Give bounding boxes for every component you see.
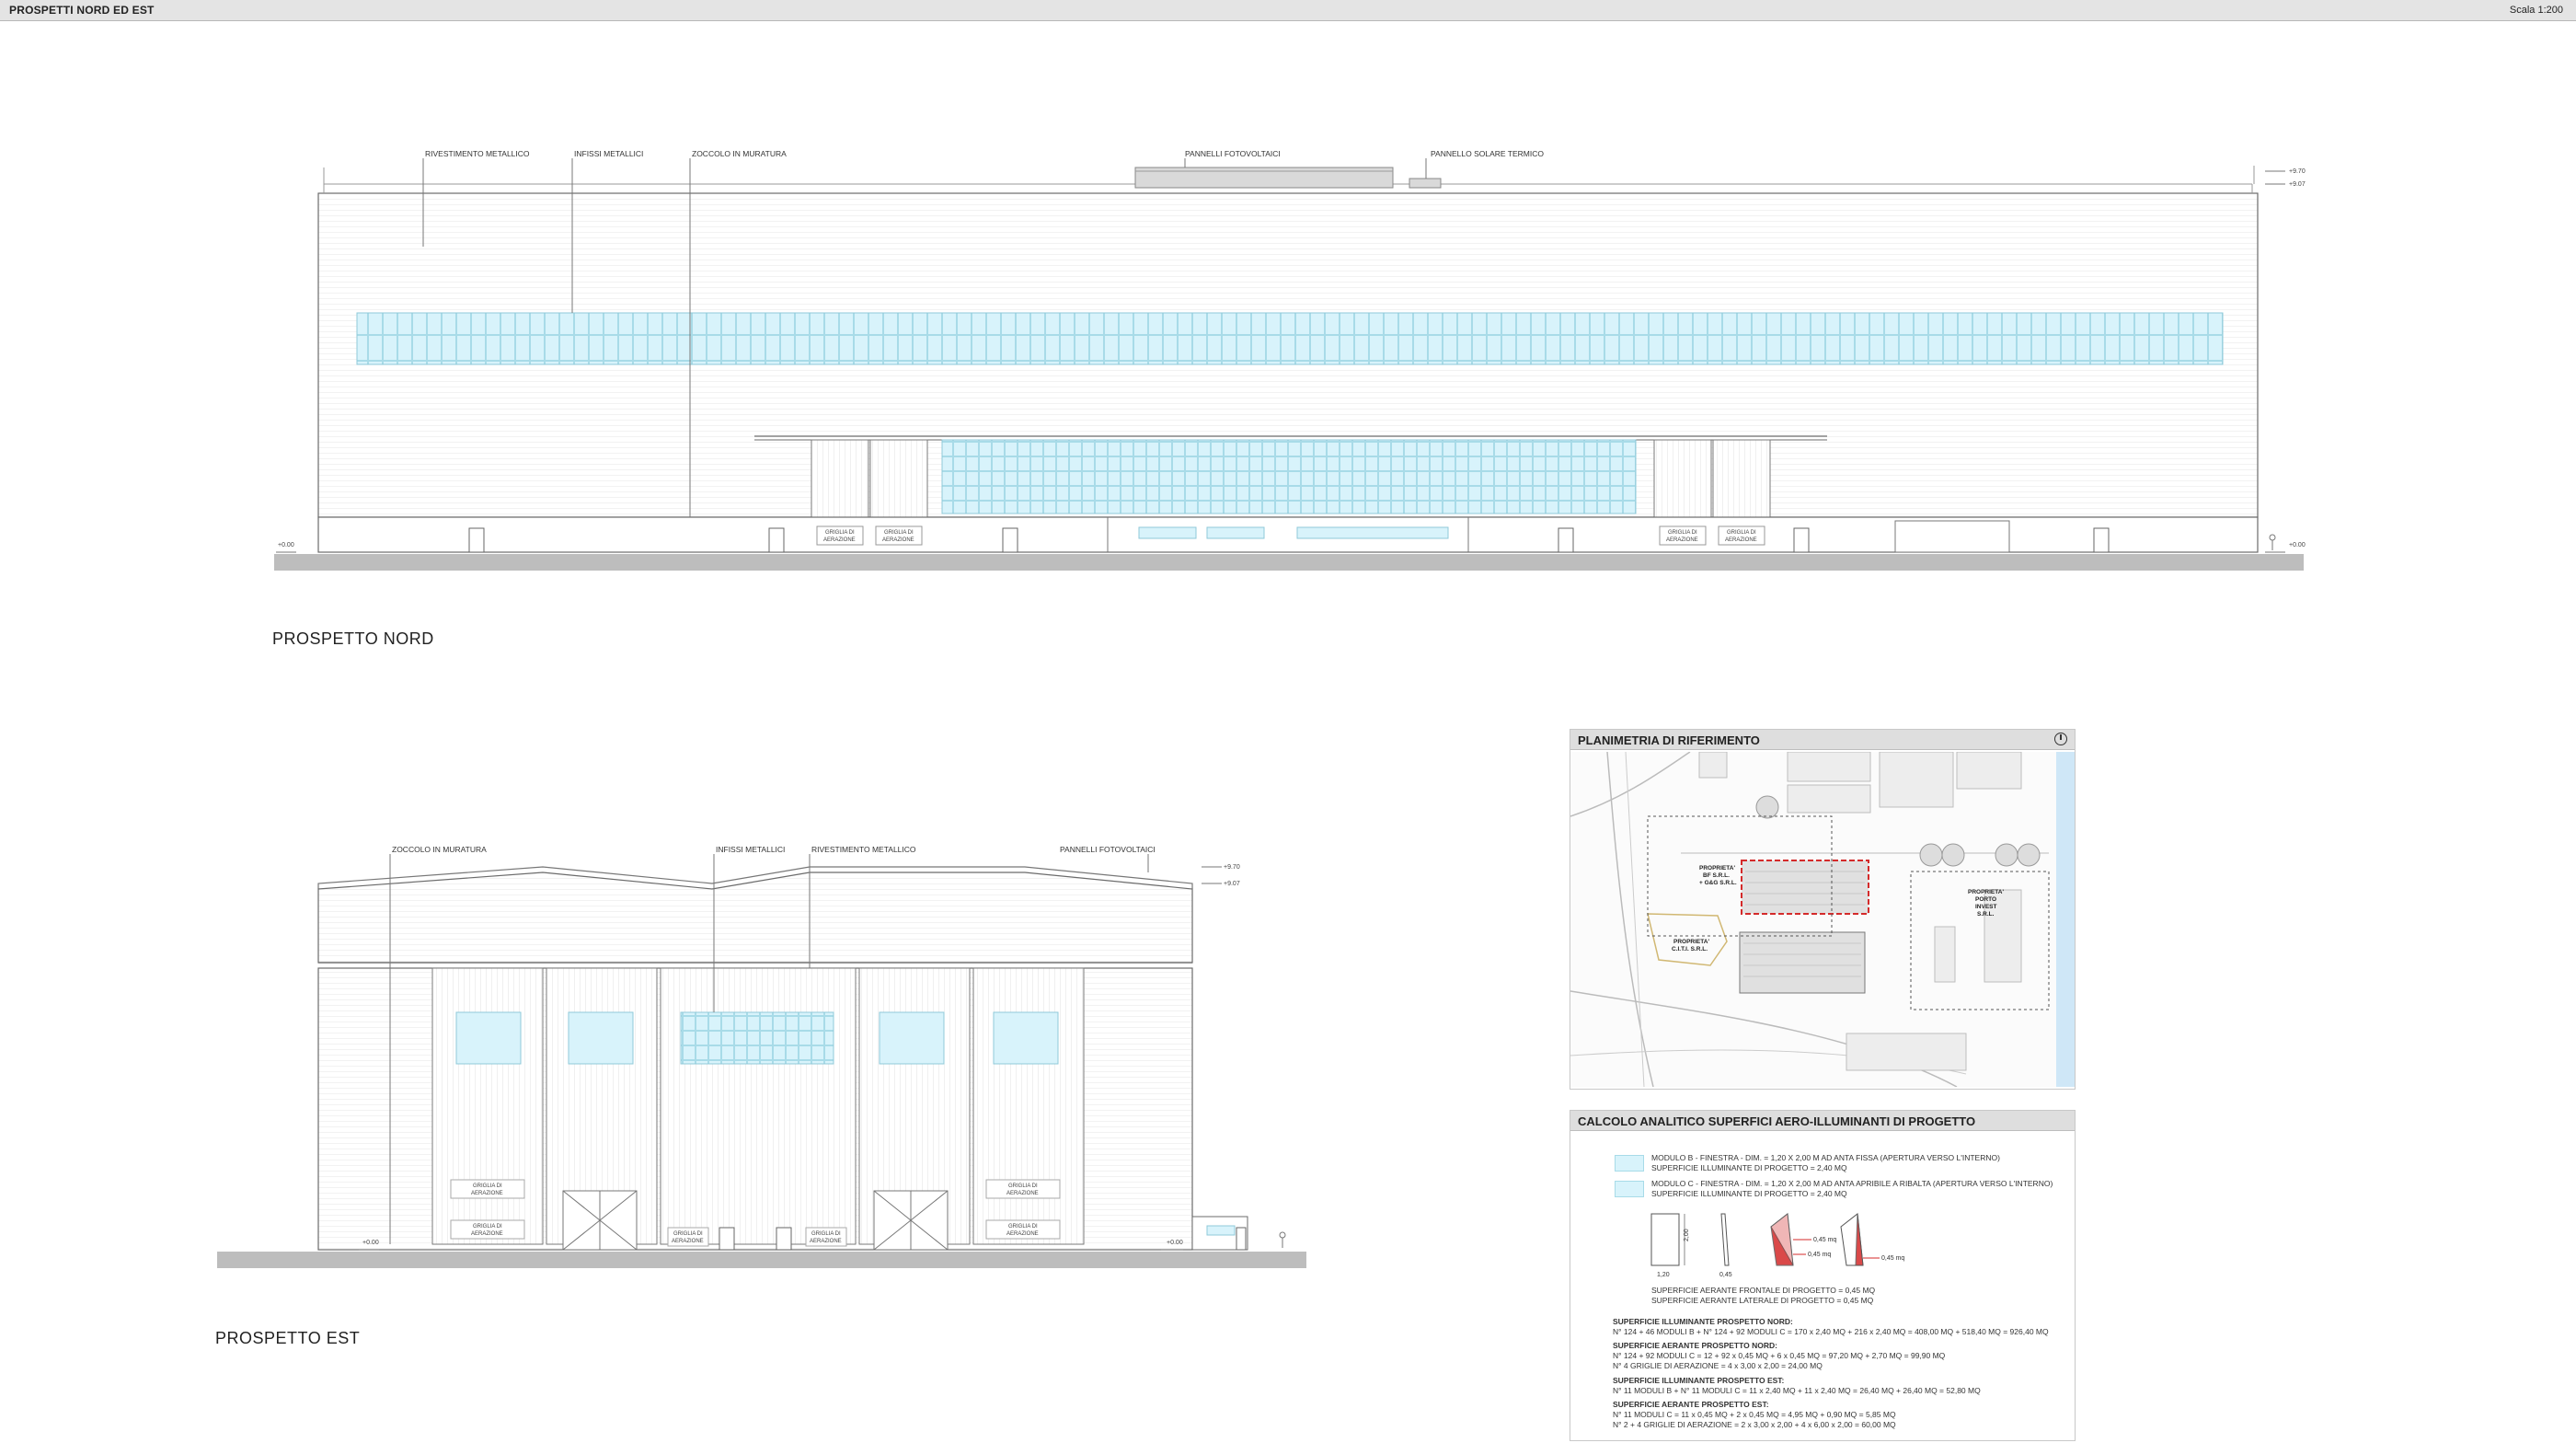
svg-text:GRIGLIA DI: GRIGLIA DI — [1008, 1224, 1038, 1229]
svg-text:AERAZIONE: AERAZIONE — [1006, 1191, 1039, 1196]
site-plan-title: PLANIMETRIA DI RIFERIMENTO — [1570, 730, 2075, 750]
sheet-scale: Scala 1:200 — [2509, 5, 2563, 16]
site-plan-citi-building — [1739, 931, 1866, 994]
svg-text:2,00: 2,00 — [1684, 1229, 1690, 1241]
east-label-fotovoltaici: PANNELLI FOTOVOLTAICI — [1060, 845, 1156, 854]
svg-text:AERAZIONE: AERAZIONE — [882, 537, 914, 543]
north-label-rivestimento: RIVESTIMENTO METALLICO — [425, 149, 530, 158]
north-label-solare: PANNELLO SOLARE TERMICO — [1431, 149, 1544, 158]
svg-text:GRIGLIA DI: GRIGLIA DI — [1727, 530, 1756, 536]
calc-title: CALCOLO ANALITICO SUPERFICI AERO-ILLUMIN… — [1570, 1111, 2075, 1131]
site-plan-map: PROPRIETA' BF S.R.L. + G&G S.R.L. PROPRI… — [1570, 752, 2075, 1087]
north-level-ground: +0.00 — [2289, 542, 2306, 548]
east-level-top: +9.70 — [1224, 864, 1240, 871]
svg-text:AERAZIONE: AERAZIONE — [1725, 537, 1757, 543]
svg-text:1,20: 1,20 — [1657, 1272, 1670, 1278]
svg-text:GRIGLIA DI: GRIGLIA DI — [811, 1231, 841, 1237]
aerante-summary: SUPERFICIE AERANTE FRONTALE DI PROGETTO … — [1651, 1286, 1876, 1305]
east-level-eave: +9.07 — [1224, 881, 1240, 887]
svg-text:GRIGLIA DI: GRIGLIA DI — [1668, 530, 1697, 536]
north-label-fotovoltaici: PANNELLI FOTOVOLTAICI — [1185, 149, 1281, 158]
east-label-rivestimento: RIVESTIMENTO METALLICO — [811, 845, 916, 854]
sheet-title: PROSPETTI NORD ED EST — [9, 4, 155, 17]
north-level-ground-left: +0.00 — [278, 542, 294, 548]
north-elevation-caption: PROSPETTO NORD — [272, 629, 434, 648]
calc-block-aer-est: SUPERFICIE AERANTE PROSPETTO EST: N° 11 … — [1613, 1400, 1896, 1429]
east-elevation-caption: PROSPETTO EST — [215, 1329, 361, 1347]
east-label-infissi: INFISSI METALLICI — [716, 845, 785, 854]
svg-text:0,45: 0,45 — [1719, 1272, 1732, 1278]
module-c-text: MODULO C - FINESTRA - DIM. = 1,20 X 2,00… — [1651, 1179, 2053, 1198]
site-label-citi-2: C.I.T.I. S.R.L. — [1672, 946, 1708, 952]
east-central-window — [680, 1011, 834, 1065]
sheet-title-bar: PROSPETTI NORD ED EST Scala 1:200 — [0, 0, 2576, 21]
north-ground — [274, 554, 2304, 571]
site-label-bf-1: PROPRIETA' — [1699, 865, 1735, 872]
north-pv-panels — [1134, 167, 1394, 189]
east-ground — [217, 1252, 1306, 1268]
svg-text:AERAZIONE: AERAZIONE — [823, 537, 856, 543]
svg-text:AERAZIONE: AERAZIONE — [471, 1191, 503, 1196]
north-elevation — [274, 158, 2304, 571]
north-level-eave: +9.07 — [2289, 181, 2306, 188]
svg-text:0,45 mq: 0,45 mq — [1881, 1255, 1904, 1262]
site-label-porto-2: PORTO — [1975, 896, 1996, 903]
east-elevation — [217, 854, 1306, 1268]
north-level-top: +9.70 — [2289, 168, 2306, 175]
svg-text:GRIGLIA DI: GRIGLIA DI — [473, 1224, 502, 1229]
east-level-ground-left: +0.00 — [362, 1240, 379, 1246]
calc-panel: CALCOLO ANALITICO SUPERFICI AERO-ILLUMIN… — [1570, 1110, 2076, 1441]
svg-text:GRIGLIA DI: GRIGLIA DI — [473, 1183, 502, 1189]
svg-text:GRIGLIA DI: GRIGLIA DI — [673, 1231, 703, 1237]
north-ribbon-window — [356, 312, 2224, 365]
east-roof-profile — [317, 866, 1193, 889]
svg-text:AERAZIONE: AERAZIONE — [471, 1231, 503, 1237]
svg-text:GRIGLIA DI: GRIGLIA DI — [825, 530, 855, 536]
site-label-porto-3: INVEST — [1975, 904, 1997, 910]
window-module-diagrams: 2,00 1,20 0,45 0,45 mq 0,45 mq 0,45 mq — [1650, 1213, 1904, 1278]
calc-block-illum-est: SUPERFICIE ILLUMINANTE PROSPETTO EST: N°… — [1613, 1376, 1981, 1395]
site-plan-project-area — [1741, 860, 1869, 915]
site-plan-sea — [2056, 752, 2075, 1087]
site-label-porto-1: PROPRIETA' — [1968, 889, 2004, 895]
module-c-swatch — [1615, 1181, 1644, 1197]
module-b-text: MODULO B - FINESTRA - DIM. = 1,20 X 2,00… — [1651, 1153, 2000, 1172]
site-label-citi-1: PROPRIETA' — [1673, 939, 1709, 945]
site-plan-panel: PLANIMETRIA DI RIFERIMENTO — [1570, 729, 2076, 1090]
svg-text:GRIGLIA DI: GRIGLIA DI — [884, 530, 914, 536]
module-b-swatch — [1615, 1155, 1644, 1172]
site-label-bf-2: BF S.R.L. — [1703, 872, 1730, 879]
north-solar-panel — [1409, 178, 1442, 189]
site-label-bf-3: + G&G S.R.L. — [1699, 880, 1737, 886]
svg-text:AERAZIONE: AERAZIONE — [672, 1239, 704, 1244]
svg-text:GRIGLIA DI: GRIGLIA DI — [1008, 1183, 1038, 1189]
north-arrow-icon — [2054, 733, 2067, 745]
east-level-ground: +0.00 — [1167, 1240, 1183, 1246]
site-label-porto-4: S.R.L. — [1977, 911, 1995, 918]
svg-text:AERAZIONE: AERAZIONE — [810, 1239, 842, 1244]
north-label-zoccolo: ZOCCOLO IN MURATURA — [692, 149, 787, 158]
svg-text:0,45 mq: 0,45 mq — [1813, 1237, 1836, 1243]
calc-block-illum-nord: SUPERFICIE ILLUMINANTE PROSPETTO NORD: N… — [1613, 1317, 2049, 1336]
east-label-zoccolo: ZOCCOLO IN MURATURA — [392, 845, 487, 854]
north-label-infissi: INFISSI METALLICI — [574, 149, 643, 158]
svg-text:0,45 mq: 0,45 mq — [1808, 1252, 1831, 1258]
svg-text:AERAZIONE: AERAZIONE — [1006, 1231, 1039, 1237]
svg-text:AERAZIONE: AERAZIONE — [1666, 537, 1698, 543]
calc-block-aer-nord: SUPERFICIE AERANTE PROSPETTO NORD: N° 12… — [1613, 1341, 1946, 1370]
north-central-glazing — [941, 439, 1637, 514]
